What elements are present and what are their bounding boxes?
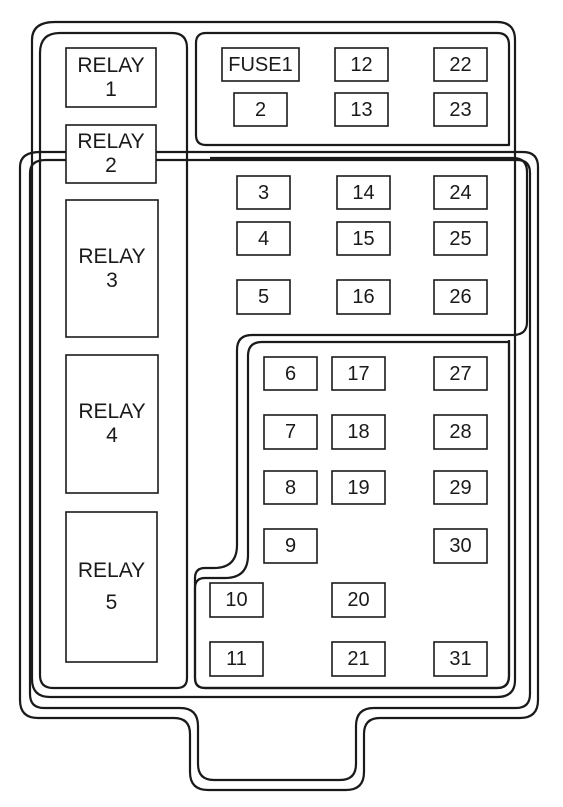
housing-outer-outline [18, 150, 540, 792]
fuse-21-box [331, 641, 386, 677]
relay-5-box [65, 511, 158, 663]
relay-2-box [65, 124, 157, 184]
fuse-17-box [331, 356, 386, 391]
fuse-15-box [336, 221, 391, 256]
fuse-14-box [336, 175, 391, 210]
fuse-19-box [331, 470, 386, 505]
fuse-25-box [433, 221, 488, 256]
relay-4-box [65, 354, 159, 494]
housing-inner-outline [28, 158, 532, 782]
fuse-8-box [263, 470, 318, 505]
fuse-23-box [433, 92, 488, 127]
fuse-5-box [236, 279, 291, 315]
fuse-16-box [336, 279, 391, 315]
fuse-28-box [433, 414, 488, 450]
fuse-30-box [433, 528, 488, 564]
fuse-31-box [433, 641, 488, 677]
fuse-22-box [433, 47, 488, 82]
fuse-9-box [263, 528, 318, 564]
fuse-20-box [331, 582, 386, 618]
fuse-1-box [221, 47, 300, 82]
relay-3-box [65, 199, 159, 338]
fuse-10-box [209, 582, 264, 618]
fuse-24-box [433, 175, 488, 210]
fuse-13-box [334, 92, 389, 127]
panel-body-outline [30, 20, 517, 699]
top-fuse-region-outline [194, 31, 511, 147]
fuse-26-box [433, 279, 488, 315]
fuse-4-box [236, 221, 291, 256]
fuse-18-box [331, 414, 386, 450]
fuse-2-box [233, 92, 288, 127]
fuse-7-box [263, 414, 318, 450]
relay-column-outline [38, 31, 189, 690]
fuse-29-box [433, 470, 488, 505]
fuse-6-box [263, 356, 318, 391]
fuse-27-box [433, 356, 488, 391]
fuse-11-box [209, 641, 264, 677]
fuse-3-box [236, 175, 291, 210]
fuse-12-box [334, 47, 389, 82]
relay-1-box [65, 47, 157, 108]
lower-fuse-region-outline [193, 340, 511, 690]
